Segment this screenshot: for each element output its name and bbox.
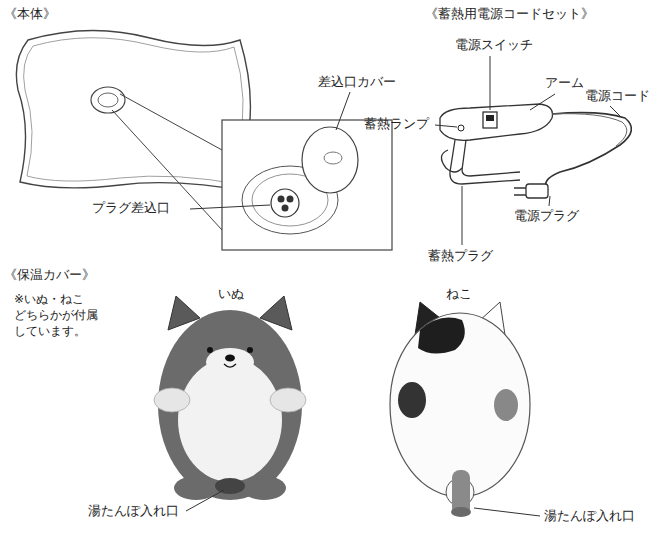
variant-name: いぬ [218,286,244,302]
section-heading: 《保温カバー》 [4,267,95,283]
part-name: 電源スイッチ [455,37,533,53]
part-name: 湯たんぽ入れ口 [544,508,635,524]
part-name: 蓄熱ランプ [364,116,429,132]
section-heading: 《本体》 [4,6,56,22]
part-name: プラグ差込口 [92,200,170,216]
part-name: 差込口カバー [318,74,396,90]
variant-name: ねこ [446,286,472,302]
part-name: 電源プラグ [514,208,579,224]
section-heading: 《蓄熱用電源コードセット》 [425,6,594,22]
part-name: 湯たんぽ入れ口 [88,503,179,519]
note: ※いぬ・ねこ どちらかが付属 しています。 [14,291,114,340]
part-name: アーム [545,75,584,91]
part-name: 蓄熱プラグ [428,248,493,264]
part-name: 電源コード [585,88,650,104]
